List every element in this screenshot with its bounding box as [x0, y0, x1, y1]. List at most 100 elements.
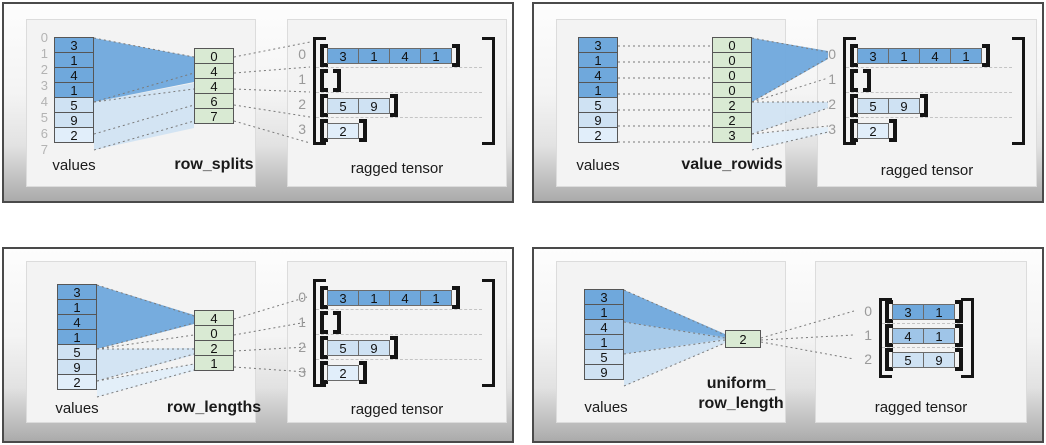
bracket-left-icon [885, 324, 893, 347]
values-label: values [52, 157, 96, 174]
tensor-row: 3 1 [885, 300, 963, 323]
tensor-row: 2 [850, 119, 897, 142]
tensor-cell: 3 [857, 47, 889, 64]
row-separator [846, 67, 1012, 68]
tensor-row-labels: 0 1 2 3 [290, 42, 306, 142]
tensor-cell: 9 [358, 339, 390, 356]
tensor-row-labels: 0 1 2 3 [290, 285, 306, 385]
value-cell: 1 [54, 52, 94, 68]
key-cell: 0 [194, 325, 234, 341]
uniform-row-length-cell: 2 [725, 330, 761, 348]
tensor-cell: 1 [888, 47, 920, 64]
tensor-cell: 5 [327, 97, 359, 114]
tensor-bracket-left-icon [879, 298, 892, 378]
key-cell: 2 [194, 340, 234, 356]
value-cell: 4 [578, 67, 618, 83]
row-label: 0 [298, 289, 306, 305]
tensor-cell: 5 [892, 351, 924, 368]
panel-row-lengths: 3 1 4 1 5 9 2 4 0 2 1 0 1 2 3 3 [2, 247, 514, 443]
bracket-left-icon [885, 300, 893, 323]
value-cell: 5 [57, 344, 97, 360]
value-cell: 1 [54, 82, 94, 98]
bracket-left-icon [850, 69, 858, 92]
tensor-bracket-left-icon [843, 37, 856, 145]
tensor-row: 5 9 [850, 94, 928, 117]
value-cell: 2 [578, 127, 618, 143]
bracket-left-icon [320, 361, 328, 384]
tensor-cell: 1 [420, 47, 452, 64]
row-label: 0 [864, 303, 872, 319]
bracket-right-icon [390, 336, 398, 359]
value-cell: 1 [57, 329, 97, 345]
value-cell: 3 [578, 37, 618, 53]
index-label: 5 [40, 110, 48, 125]
tensor-cell: 2 [857, 122, 889, 139]
tensor-label: ragged tensor [350, 401, 444, 418]
key-cell: 0 [712, 67, 752, 83]
tensor-cell: 1 [950, 47, 982, 64]
tensor-bracket-right-icon [482, 279, 495, 387]
index-label: 7 [40, 142, 48, 157]
value-cell: 3 [584, 289, 624, 305]
index-label: 6 [40, 126, 48, 141]
row-splits-column: 0 4 4 6 7 [194, 48, 234, 124]
value-cell: 9 [57, 359, 97, 375]
bracket-right-icon [982, 44, 990, 67]
tensor-cell: 3 [327, 47, 359, 64]
values-column: 3 1 4 1 5 9 2 [54, 37, 94, 143]
tensor-bracket-right-icon [961, 298, 974, 378]
bracket-left-icon [850, 119, 858, 142]
tensor-label: ragged tensor [350, 160, 444, 177]
panel-value-rowids: 3 1 4 1 5 9 2 0 0 0 0 2 2 3 0 1 2 3 [532, 2, 1044, 203]
key-label-line2: row_length [698, 395, 784, 412]
key-cell: 0 [712, 52, 752, 68]
key-cell: 0 [712, 82, 752, 98]
tensor-cell: 1 [923, 303, 955, 320]
key-cell: 2 [725, 330, 761, 348]
bracket-left-icon [320, 119, 328, 142]
tensor-label: ragged tensor [880, 162, 974, 179]
tensor-cell: 2 [327, 364, 359, 381]
key-label: value_rowids [681, 156, 783, 173]
tensor-cell: 5 [857, 97, 889, 114]
row-label: 2 [298, 339, 306, 355]
key-cell: 0 [194, 48, 234, 64]
value-index-labels: 0 1 2 3 4 5 6 7 [30, 30, 48, 158]
value-cell: 5 [54, 97, 94, 113]
bracket-left-icon [850, 44, 858, 67]
key-cell: 2 [712, 97, 752, 113]
row-label: 2 [298, 96, 306, 112]
row-separator [882, 347, 960, 348]
value-cell: 1 [584, 334, 624, 350]
index-label: 0 [40, 30, 48, 45]
row-label: 2 [828, 96, 836, 112]
tensor-cell: 4 [919, 47, 951, 64]
bracket-right-icon [863, 69, 871, 92]
index-label: 4 [40, 94, 48, 109]
index-label: 3 [40, 78, 48, 93]
tensor-row-empty [320, 69, 341, 92]
row-separator [316, 117, 482, 118]
tensor-row: 3 1 4 1 [320, 44, 460, 67]
bracket-left-icon [320, 44, 328, 67]
key-cell: 6 [194, 93, 234, 109]
tensor-cell: 1 [923, 327, 955, 344]
tensor-cell: 1 [358, 289, 390, 306]
value-cell: 1 [578, 82, 618, 98]
tensor-row-labels: 0 1 2 [856, 299, 872, 371]
tensor-cell: 9 [358, 97, 390, 114]
panel-uniform-row-length: 3 1 4 1 5 9 2 0 1 2 3 1 [532, 247, 1044, 443]
value-rowids-column: 0 0 0 0 2 2 3 [712, 37, 752, 143]
row-label: 0 [828, 46, 836, 62]
tensor-row: 4 1 [885, 324, 963, 347]
value-cell: 9 [584, 364, 624, 380]
value-cell: 2 [57, 374, 97, 390]
tensor-cell: 1 [420, 289, 452, 306]
bracket-right-icon [333, 311, 341, 334]
tensor-cell: 4 [892, 327, 924, 344]
tensor-cell: 5 [327, 339, 359, 356]
value-cell: 5 [578, 97, 618, 113]
value-cell: 1 [578, 52, 618, 68]
bracket-right-icon [955, 300, 963, 323]
tensor-bracket-right-icon [1012, 37, 1025, 145]
